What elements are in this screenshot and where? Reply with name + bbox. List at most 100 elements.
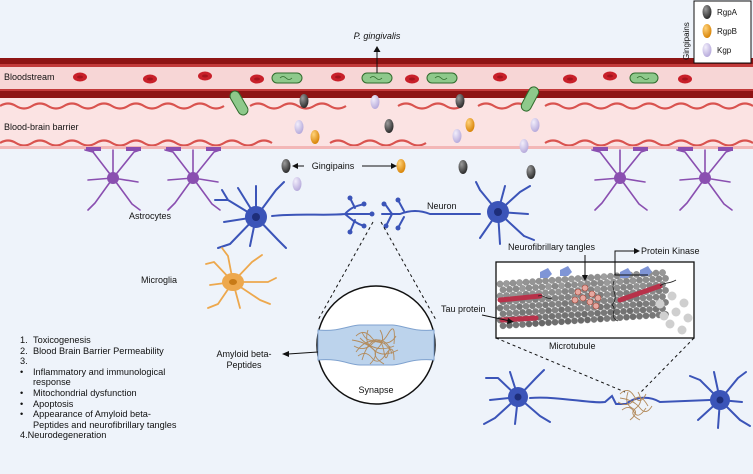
bloodstream-label: Bloodstream	[4, 72, 55, 82]
tubulin-bead	[640, 295, 646, 301]
astrocytes	[85, 147, 733, 210]
tubulin-bead	[646, 306, 652, 312]
tubulin-bead	[510, 304, 516, 310]
tubulin-bead	[588, 274, 594, 280]
tubulin-bead	[529, 303, 535, 309]
tubulin-bead	[594, 310, 600, 316]
tubulin-bead	[607, 297, 613, 303]
tubulin-bead	[584, 305, 590, 311]
tubulin-bead	[552, 283, 558, 289]
effect-item: •Mitochondrial dysfunction	[20, 388, 177, 399]
tubulin-bead	[653, 294, 659, 300]
tubulin-bead	[607, 273, 613, 279]
tubulin-bead	[643, 313, 649, 319]
tubulin-bead	[513, 286, 519, 292]
tubulin-bead	[545, 307, 551, 313]
tubulin-bead	[649, 276, 655, 282]
tubulin-bead	[555, 289, 561, 295]
tubulin-bead	[549, 313, 555, 319]
astrocyte	[85, 147, 141, 210]
tubulin-bead	[623, 302, 629, 308]
neuron-label: Neuron	[427, 201, 457, 211]
bbb-label: Blood-brain barrier	[4, 122, 79, 132]
tubulin-bead	[542, 278, 548, 284]
tubulin-bead	[568, 288, 574, 294]
tubulin-bead	[529, 279, 535, 285]
tubulin-bead	[558, 294, 564, 300]
tubulin-bead	[539, 308, 545, 314]
tubulin-bead	[568, 312, 574, 318]
tubulin-bead	[503, 280, 509, 286]
tubulin-bead	[497, 281, 503, 287]
tubulin-bead	[500, 323, 506, 329]
tubulin-bead	[500, 287, 506, 293]
effect-item: •Appearance of Amyloid beta-Peptides and…	[20, 409, 177, 430]
tubulin-bead	[578, 317, 584, 323]
tubulin-bead	[597, 316, 603, 322]
astrocyte	[592, 147, 648, 210]
synapse-label: Synapse	[358, 385, 393, 395]
tubulin-bead	[575, 311, 581, 317]
tubulin-bead	[640, 283, 646, 289]
tubulin-bead	[617, 290, 623, 296]
tubulin-bead	[549, 289, 555, 295]
tubulin-bead	[627, 308, 633, 314]
tubulin-bead	[617, 278, 623, 284]
tubulin-bead	[614, 285, 620, 291]
tubulin-bead	[617, 314, 623, 320]
tubulin-bead	[597, 280, 603, 286]
legend-label-rgpa: RgpA	[717, 8, 738, 17]
tubulin-bead	[643, 277, 649, 283]
tubulin-bead	[562, 288, 568, 294]
tubulin-bead	[497, 305, 503, 311]
pathogen-label: P. gingivalis	[354, 31, 401, 41]
tubulin-bead	[516, 303, 522, 309]
legend: Gingipains RgpA RgpB Kgp	[682, 1, 751, 63]
tubulin-bead	[523, 303, 529, 309]
legend-title: Gingipains	[682, 22, 691, 60]
tubulin-bead	[604, 291, 610, 297]
tubulin-bead	[662, 275, 668, 281]
tubulin-bead	[633, 271, 639, 277]
tubulin-bead	[526, 309, 532, 315]
tubulin-bead	[649, 300, 655, 306]
microtubule-inset	[496, 262, 694, 338]
tubulin-bead	[623, 278, 629, 284]
amyloid-plaque	[618, 390, 652, 420]
tubulin-bead	[526, 321, 532, 327]
tubulin-bead	[659, 293, 665, 299]
tubulin-bead	[552, 295, 558, 301]
tubulin-bead	[562, 300, 568, 306]
legend-label-rgpb: RgpB	[717, 27, 737, 36]
tubulin-bead	[565, 282, 571, 288]
tubulin-bead	[594, 274, 600, 280]
tubulin-bead	[516, 279, 522, 285]
tubulin-bead	[630, 301, 636, 307]
tubulin-bead	[571, 318, 577, 324]
tau-label: Tau protein	[441, 304, 486, 314]
tubulin-bead	[620, 284, 626, 290]
tubulin-bead	[610, 291, 616, 297]
tubulin-bead	[653, 270, 659, 276]
astrocytes-label: Astrocytes	[129, 211, 172, 221]
tubulin-bead	[562, 276, 568, 282]
tubulin-bead	[643, 301, 649, 307]
tubulin-bead	[536, 278, 542, 284]
tubulin-bead	[601, 298, 607, 304]
tubulin-bead	[623, 314, 629, 320]
tubulin-bead	[607, 285, 613, 291]
tubulin-bead	[555, 301, 561, 307]
tubulin-bead	[578, 305, 584, 311]
tubulin-bead	[607, 309, 613, 315]
tubulin-bead	[630, 277, 636, 283]
tubulin-bead	[513, 322, 519, 328]
tubulin-bead	[539, 320, 545, 326]
tubulin-bead	[633, 307, 639, 313]
tubulin-bead	[555, 277, 561, 283]
tubulin-bead	[633, 283, 639, 289]
tubulin-bead	[532, 284, 538, 290]
tubulin-bead	[519, 285, 525, 291]
effects-list: 1.Toxicogenesis 2.Blood Brain Barrier Pe…	[20, 335, 177, 441]
astrocyte	[165, 147, 221, 210]
